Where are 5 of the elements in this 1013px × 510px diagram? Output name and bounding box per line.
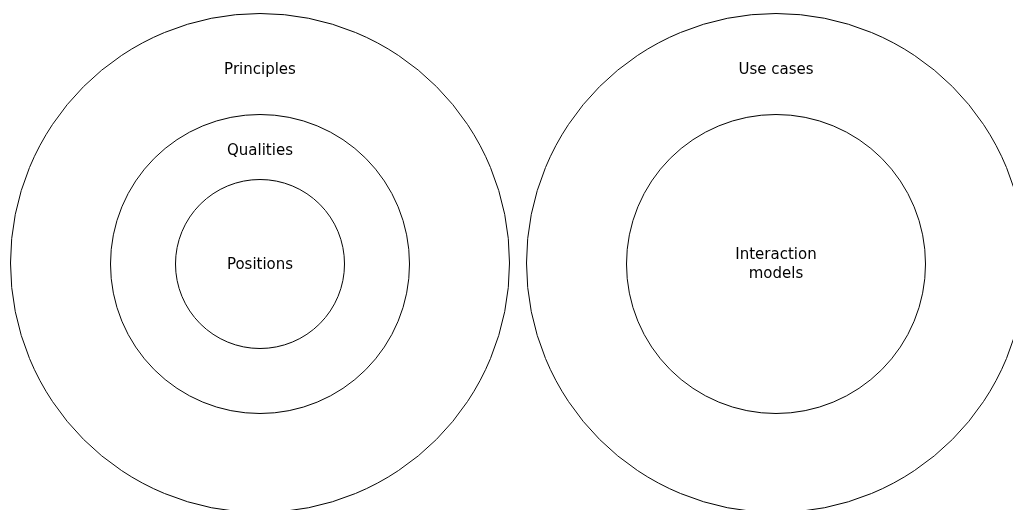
circle-label: Use cases (737, 60, 815, 79)
circle-label: Interaction models (734, 245, 818, 283)
circle-label: Qualities (226, 141, 294, 160)
circle-label: Positions (225, 254, 295, 274)
circle-label: Principles (223, 60, 297, 79)
